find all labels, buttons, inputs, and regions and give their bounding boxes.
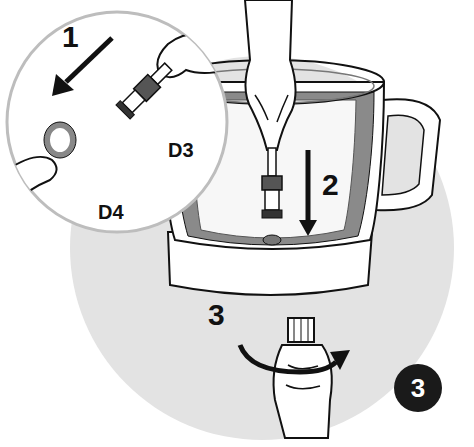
valve-cap — [262, 210, 282, 218]
step-badge: 3 — [393, 363, 443, 413]
step-number: 2 — [322, 170, 339, 200]
hand — [274, 345, 332, 438]
hand — [4, 157, 57, 206]
arrow-head — [330, 350, 350, 370]
step-number: 3 — [208, 300, 225, 330]
valve-tab — [268, 148, 276, 176]
arrow-head — [52, 74, 74, 96]
seal-ring — [47, 125, 73, 155]
bowl-hole — [263, 235, 281, 245]
part-label: D3 — [168, 140, 194, 160]
handle-opening — [382, 115, 424, 195]
nut — [288, 318, 314, 342]
badge-circle — [394, 364, 442, 412]
bowl-handle — [376, 99, 440, 210]
step-number: 1 — [62, 22, 79, 52]
step-number: 3 — [411, 375, 425, 401]
valve-body — [262, 176, 282, 190]
valve-cap — [116, 101, 134, 119]
finger-lines — [255, 95, 288, 122]
part-label: D4 — [98, 202, 124, 222]
rotation-arrow — [240, 345, 336, 372]
hand — [245, 0, 296, 150]
seal-ring-edge — [44, 122, 76, 158]
arrow — [306, 150, 311, 222]
arrow-head — [299, 220, 317, 236]
valve-stem — [265, 190, 279, 210]
detail-inset — [7, 12, 227, 232]
nut-ridges — [294, 318, 308, 342]
